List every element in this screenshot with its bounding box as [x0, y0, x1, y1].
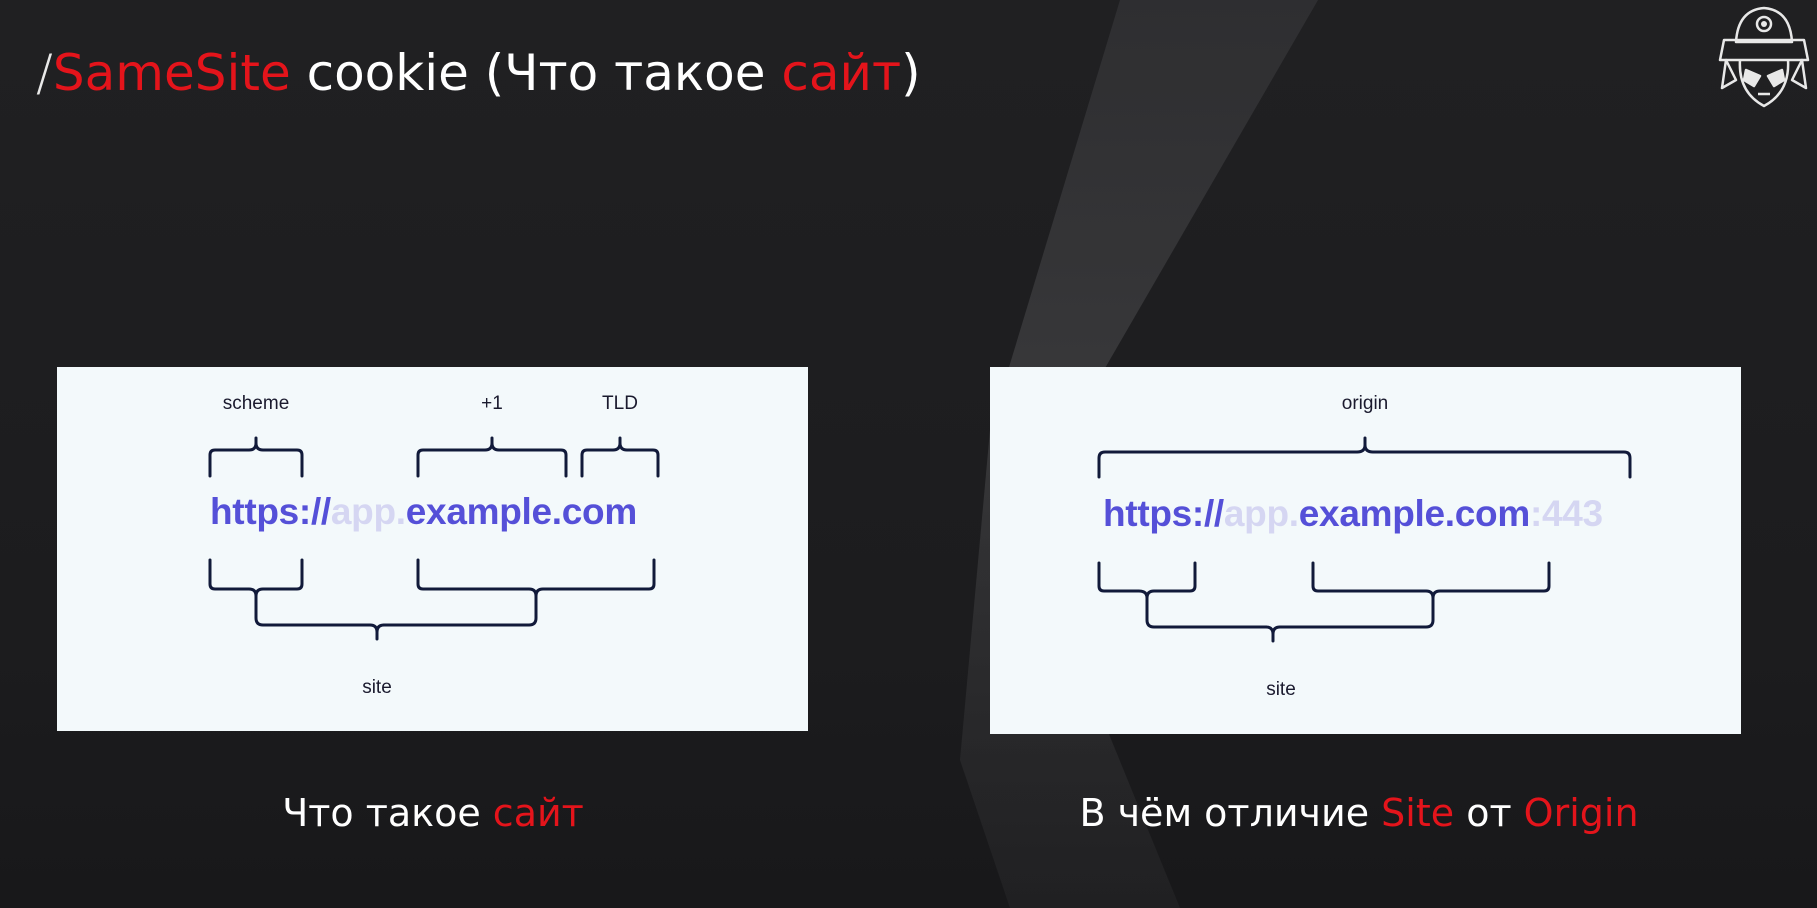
site-domain-brace-right [534, 558, 656, 598]
caption-right-origin: Origin [1523, 791, 1639, 835]
caption-right-text: В чём отличие [1079, 791, 1382, 835]
tld-brace [580, 436, 660, 478]
caption-left: Что такое сайт [282, 785, 584, 841]
site-scheme-brace-right [254, 558, 304, 598]
origin-diagram-panel: origin https://app.example.com:443 site [990, 367, 1741, 734]
origin-site-label: site [1266, 679, 1296, 700]
url-subdomain: app. [330, 491, 406, 532]
title-samesite: SameSite [52, 44, 291, 102]
caption-right-site: Site [1381, 791, 1455, 835]
caption-left-site: сайт [492, 791, 584, 835]
site-diagram-panel: scheme +1 TLD https://app.example.com si… [57, 367, 808, 731]
title-cookie: cookie (Что такое [290, 44, 782, 102]
origin-url: https://app.example.com:443 [1103, 493, 1603, 535]
origin-brace [1097, 436, 1632, 479]
site-label: site [362, 677, 392, 698]
origin-label: origin [1341, 393, 1389, 414]
site-domain-brace [382, 558, 538, 627]
url-domain: example.com [405, 491, 637, 532]
origin-site-scheme-brace-right [1145, 561, 1197, 600]
title-site-word: сайт [781, 44, 902, 102]
skull-ushanka-logo-icon [1718, 6, 1810, 108]
caption-right: В чём отличие Site от Origin [1079, 785, 1638, 841]
caption-right-from: от [1454, 791, 1524, 835]
site-url: https://app.example.com [210, 491, 637, 533]
site-scheme-brace [208, 558, 372, 627]
title-slash: / [36, 44, 53, 102]
origin-url-scheme: https:// [1103, 493, 1224, 534]
origin-diagram-brackets [1097, 436, 1632, 643]
origin-site-stem [1264, 625, 1282, 643]
origin-url-port: :443 [1529, 493, 1603, 534]
plus-one-label: +1 [481, 393, 503, 414]
slide-title: /SameSite cookie (Что такое сайт) [36, 38, 921, 108]
origin-url-domain: example.com [1298, 493, 1530, 534]
plus-one-brace [416, 436, 568, 478]
scheme-brace [208, 436, 304, 478]
url-scheme: https:// [210, 491, 331, 532]
origin-site-scheme-brace [1097, 561, 1268, 629]
caption-left-text: Что такое [282, 791, 493, 835]
origin-url-subdomain: app. [1223, 493, 1299, 534]
site-stem [368, 623, 386, 641]
scheme-label: scheme [222, 393, 290, 414]
origin-site-domain-brace [1278, 561, 1435, 629]
title-close-paren: ) [901, 44, 921, 102]
tld-label: TLD [602, 393, 638, 414]
site-diagram-brackets [208, 436, 660, 641]
origin-site-domain-brace-right [1431, 561, 1551, 600]
